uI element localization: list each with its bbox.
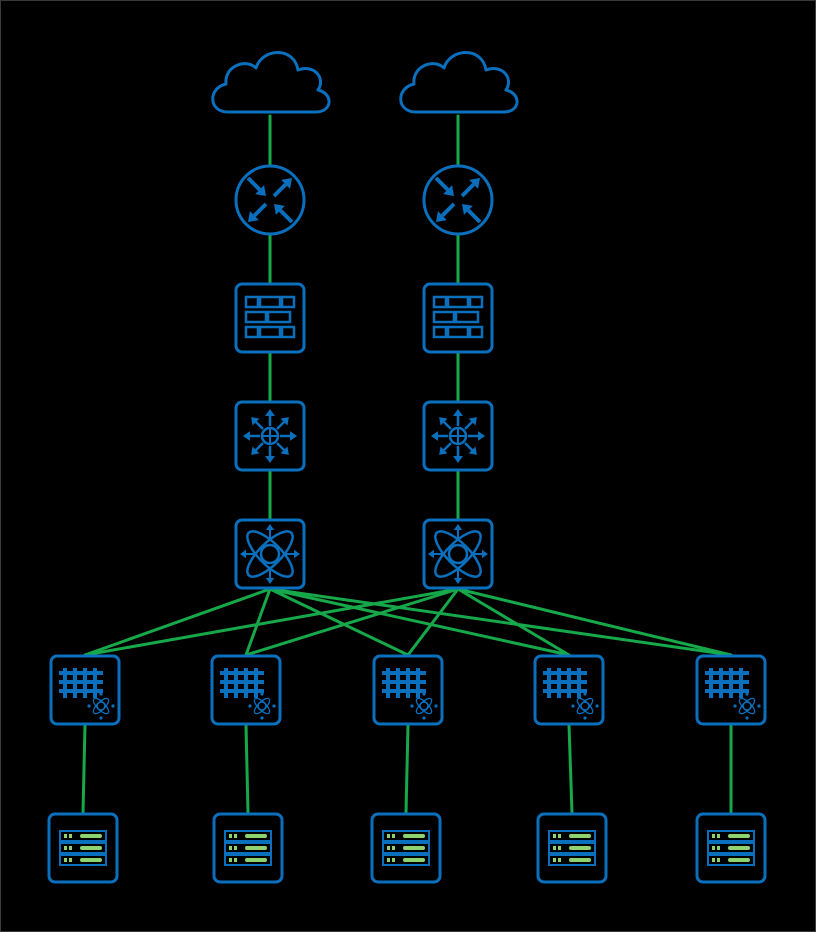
link-leaf-2-to-server-2 xyxy=(244,723,250,815)
link-leaf-1-to-server-1 xyxy=(81,723,87,815)
core-switch-1-layer3-switch-icon xyxy=(234,400,306,472)
link-fabric-switch-1-to-leaf-5 xyxy=(268,587,733,657)
firewall-1-firewall-icon xyxy=(234,282,306,354)
link-fabric-switch-2-to-leaf-1 xyxy=(83,587,460,657)
leaf-4-leaf-switch-icon xyxy=(533,654,605,726)
link-leaf-3-to-server-3 xyxy=(404,723,410,815)
link-fabric-switch-2-to-leaf-4 xyxy=(456,587,571,657)
cloud-2-cloud-icon xyxy=(399,51,519,114)
fabric-switch-2-fabric-switch-icon xyxy=(422,518,494,590)
server-2-server-rack-icon xyxy=(212,812,284,884)
links-layer xyxy=(81,114,733,815)
link-fabric-switch-2-to-leaf-2 xyxy=(244,587,460,657)
router-1-router-icon xyxy=(234,164,306,236)
link-fabric-switch-1-to-leaf-2 xyxy=(244,587,272,657)
server-4-server-rack-icon xyxy=(536,812,608,884)
leaf-2-leaf-switch-icon xyxy=(210,654,282,726)
leaf-1-leaf-switch-icon xyxy=(49,654,121,726)
firewall-2-firewall-icon xyxy=(422,282,494,354)
link-fabric-switch-1-to-leaf-3 xyxy=(268,587,410,657)
server-5-server-rack-icon xyxy=(695,812,767,884)
router-2-router-icon xyxy=(422,164,494,236)
link-fabric-switch-1-to-leaf-1 xyxy=(83,587,272,657)
leaf-5-leaf-switch-icon xyxy=(695,654,767,726)
link-fabric-switch-2-to-leaf-5 xyxy=(456,587,733,657)
leaf-3-leaf-switch-icon xyxy=(372,654,444,726)
link-fabric-switch-1-to-leaf-4 xyxy=(268,587,571,657)
server-1-server-rack-icon xyxy=(47,812,119,884)
link-fabric-switch-2-to-leaf-3 xyxy=(406,587,460,657)
core-switch-2-layer3-switch-icon xyxy=(422,400,494,472)
devices-layer xyxy=(47,51,767,884)
fabric-switch-1-fabric-switch-icon xyxy=(234,518,306,590)
server-3-server-rack-icon xyxy=(370,812,442,884)
cloud-1-cloud-icon xyxy=(211,51,331,114)
link-leaf-4-to-server-4 xyxy=(567,723,574,815)
